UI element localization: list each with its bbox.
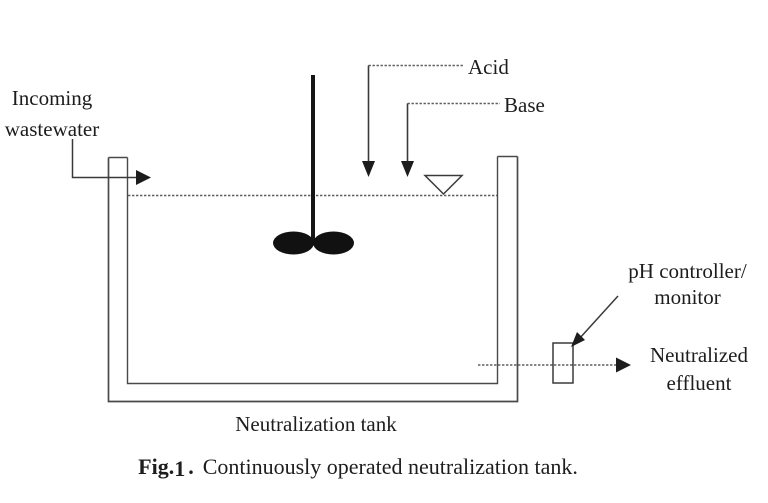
tank-wall-caps [108, 155, 518, 159]
incoming-wastewater-label: Incoming wastewater [0, 83, 110, 145]
ph-controller-line1: pH controller/ [628, 259, 747, 283]
acid-arrowhead-icon [362, 161, 375, 177]
figure-caption-text: Continuously operated neutralization tan… [202, 454, 578, 479]
base-label: Base [504, 93, 545, 117]
figure-caption-number: 1 [174, 456, 186, 481]
impeller-blade-left [273, 231, 314, 255]
tank-label: Neutralization tank [235, 412, 397, 436]
ph-leader-arrowhead-icon [571, 332, 585, 347]
base-arrowhead-icon [401, 161, 414, 177]
ph-sensor-box [552, 342, 574, 384]
ph-controller-line2: monitor [654, 285, 721, 309]
effluent-arrowhead-icon [616, 357, 631, 373]
acid-label: Acid [468, 55, 509, 79]
ph-controller-label: pH controller/ monitor [600, 258, 768, 310]
figure-caption-dot: . [188, 454, 194, 479]
water-level-marker-icon [423, 174, 464, 196]
tank-outer-wall [107, 156, 519, 403]
figure-caption-fig: Fig. [138, 454, 175, 479]
ph-leader-line [578, 295, 619, 340]
figure-caption: Fig.1. Continuously operated neutralizati… [58, 452, 658, 482]
neutralized-effluent-label: Neutralized effluent [632, 341, 766, 397]
neutralized-effluent-line1: Neutralized [650, 343, 748, 367]
incoming-flow-line [71, 139, 137, 179]
incoming-wastewater-line2: wastewater [4, 117, 100, 141]
incoming-flow-arrowhead-icon [136, 170, 151, 185]
impeller-blade-right [313, 231, 354, 255]
incoming-wastewater-line1: Incoming [11, 86, 93, 110]
neutralized-effluent-line2: effluent [666, 371, 732, 395]
tank-inner-wall [126, 156, 499, 385]
